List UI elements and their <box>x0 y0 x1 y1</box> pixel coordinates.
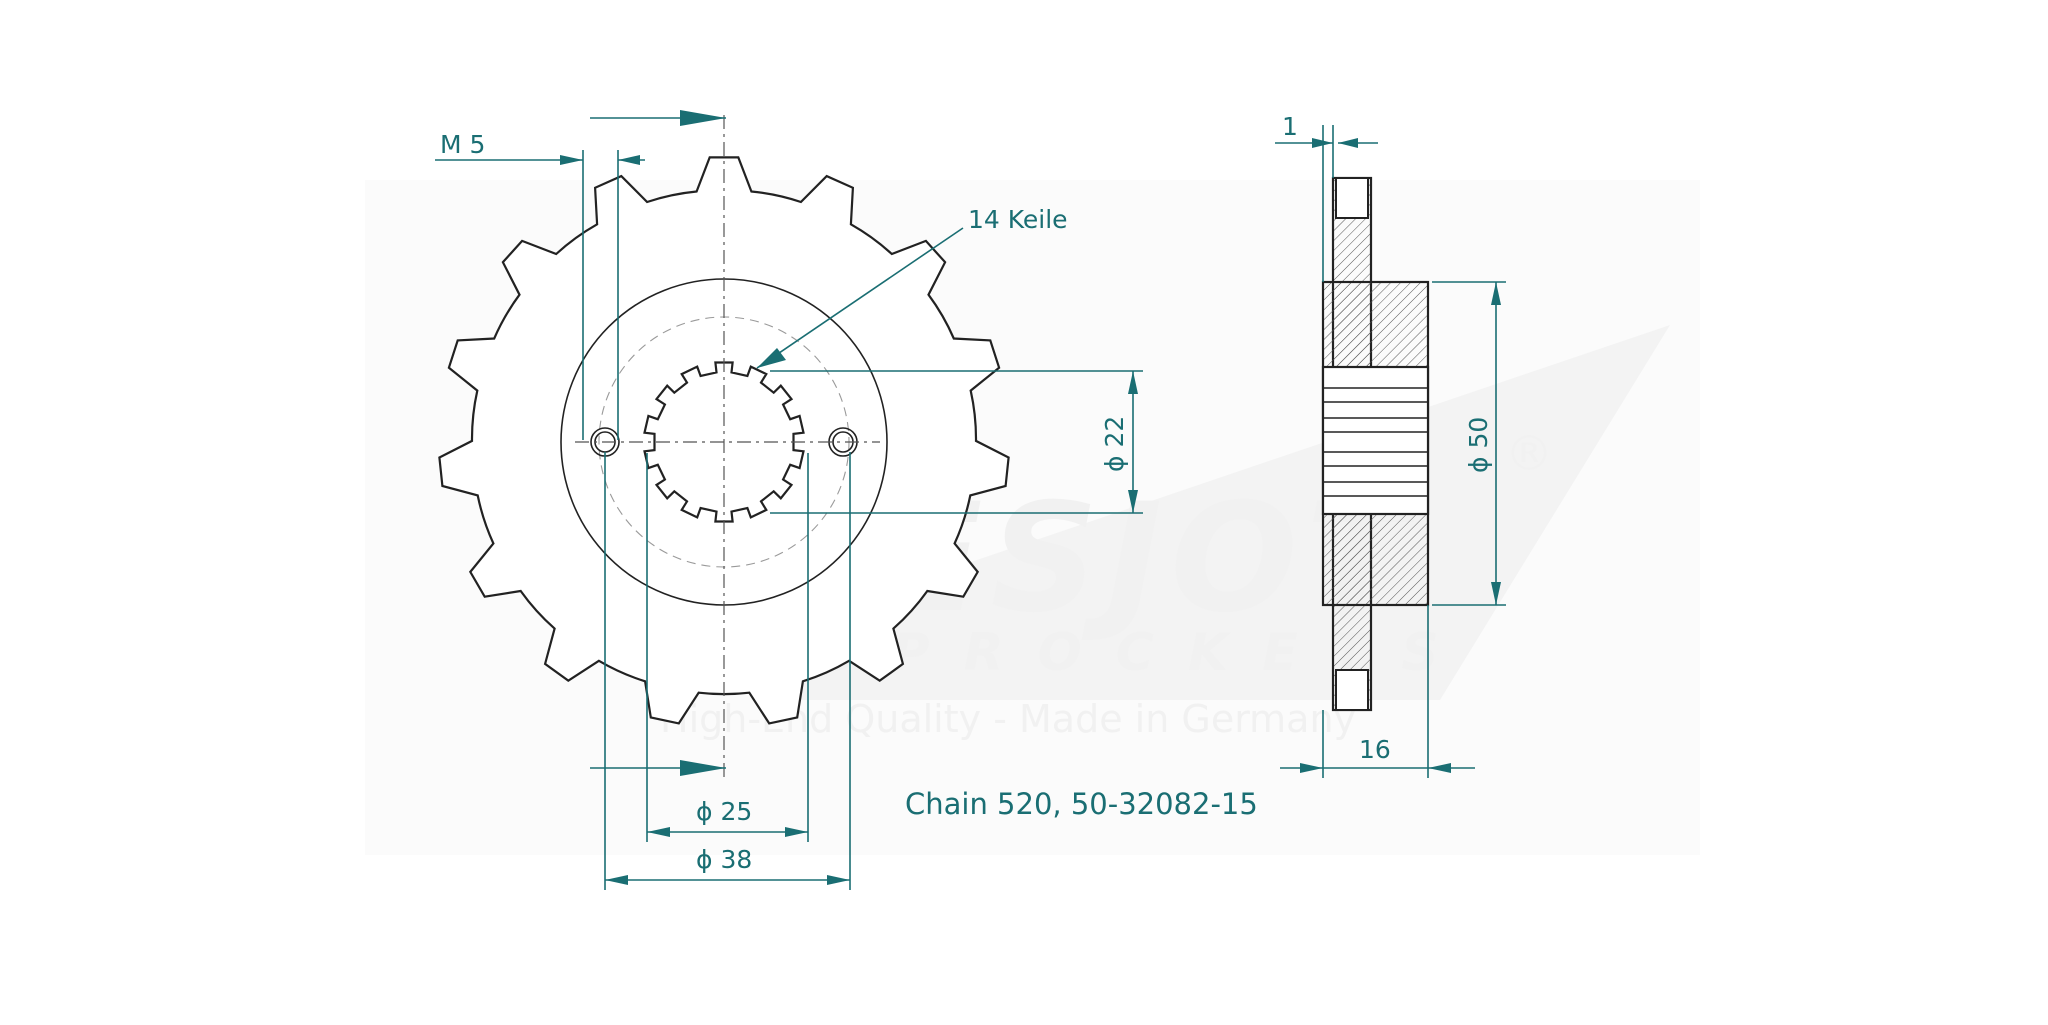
dimension-m5: M 5 <box>435 130 645 440</box>
dimension-d38: ϕ 38 <box>604 452 851 890</box>
dimension-w1: 1 <box>1275 112 1378 282</box>
section-spline-grooves <box>1323 387 1428 497</box>
dimension-w16: 16 <box>1280 605 1475 778</box>
dimension-annotations: M 5 14 Keile ϕ 22 ϕ 50 <box>435 110 1506 890</box>
sprocket-section-view <box>1321 176 1430 712</box>
section-tooth-tip-top <box>1335 177 1369 219</box>
part-caption: Chain 520, 50-32082-15 <box>905 787 1258 821</box>
dimension-d22: ϕ 22 <box>770 370 1143 514</box>
dimension-d50: ϕ 50 <box>1432 281 1506 606</box>
sprocket-front-view <box>438 115 1010 780</box>
label-w16: 16 <box>1359 735 1391 764</box>
label-w1: 1 <box>1282 112 1298 141</box>
watermark-swoosh <box>760 325 1670 700</box>
watermark-sub: SPROCKETS <box>820 623 1473 683</box>
label-d22: ϕ 22 <box>1100 416 1129 472</box>
label-m5: M 5 <box>440 130 485 159</box>
label-d25: ϕ 25 <box>696 797 752 826</box>
dimension-keile: 14 Keile <box>756 205 1068 369</box>
watermark-registered-mark: ® <box>1505 426 1553 482</box>
label-d50: ϕ 50 <box>1464 417 1493 473</box>
section-bore <box>1321 365 1430 516</box>
label-keile: 14 Keile <box>968 205 1068 234</box>
label-d38: ϕ 38 <box>696 845 752 874</box>
dimension-d25: ϕ 25 <box>646 453 809 842</box>
section-tooth-tip-bottom <box>1335 669 1369 711</box>
